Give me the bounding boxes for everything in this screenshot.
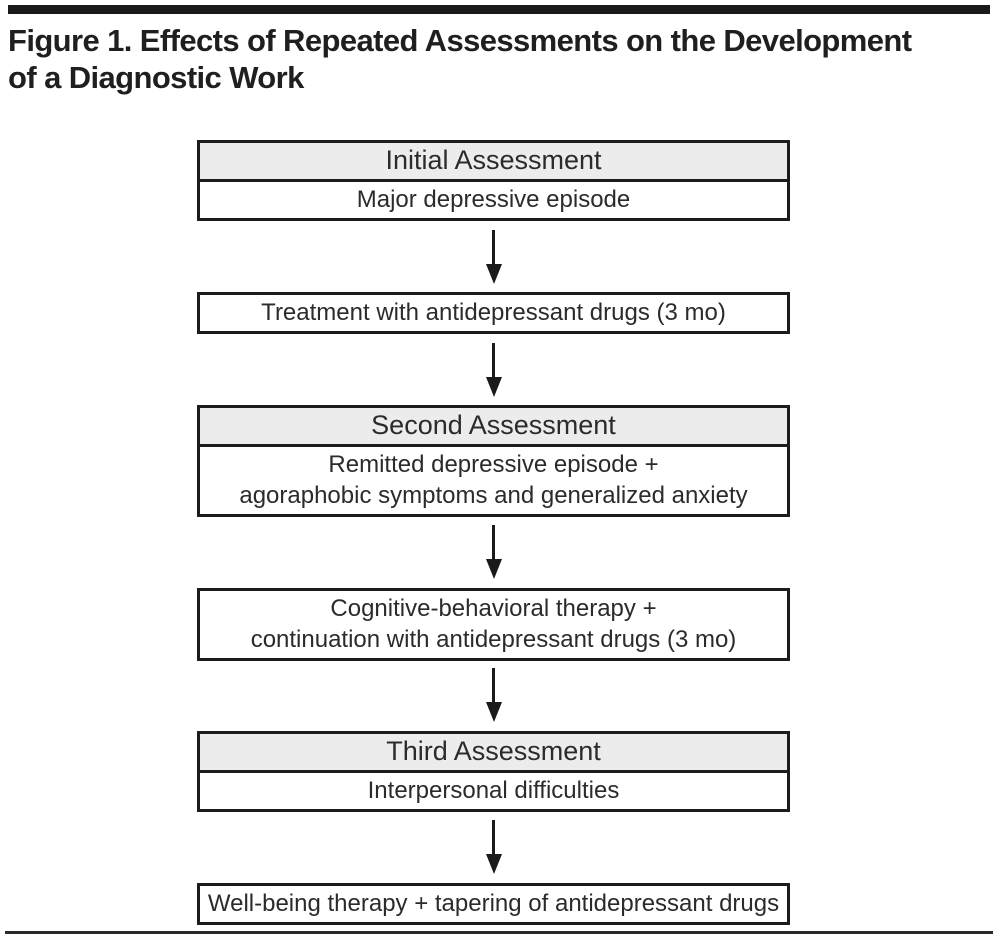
arrow-stem [492,343,495,377]
flowchart: Initial Assessment Major depressive epis… [197,140,790,925]
node-header: Third Assessment [200,734,787,773]
arrow-head [485,264,502,284]
down-arrow [485,820,502,874]
arrow-head [485,559,502,579]
node-header: Initial Assessment [200,143,787,182]
node-header: Second Assessment [200,408,787,447]
node-body: Cognitive-behavioral therapy + continuat… [200,591,787,658]
down-arrow [485,343,502,397]
node-cbt-continuation: Cognitive-behavioral therapy + continuat… [197,588,790,661]
node-third-assessment: Third Assessment Interpersonal difficult… [197,731,790,812]
arrow-stem [492,668,495,702]
bottom-rule [5,931,993,934]
node-treatment-antidepressant: Treatment with antidepressant drugs (3 m… [197,292,790,334]
node-body: Treatment with antidepressant drugs (3 m… [200,295,787,331]
down-arrow [485,668,502,722]
arrow-stem [492,230,495,264]
down-arrow [485,230,502,284]
down-arrow [485,525,502,579]
arrow-head [485,377,502,397]
node-body: Remitted depressive episode + agoraphobi… [200,447,787,514]
arrow-stem [492,525,495,559]
arrow-stem [492,820,495,854]
arrow-head [485,702,502,722]
node-initial-assessment: Initial Assessment Major depressive epis… [197,140,790,221]
node-body: Major depressive episode [200,182,787,218]
node-second-assessment: Second Assessment Remitted depressive ep… [197,405,790,517]
node-wellbeing-therapy: Well-being therapy + tapering of antidep… [197,883,790,925]
figure-title: Figure 1. Effects of Repeated Assessment… [8,23,912,95]
node-body: Interpersonal difficulties [200,773,787,809]
arrow-head [485,854,502,874]
node-body: Well-being therapy + tapering of antidep… [200,886,787,922]
top-rule [8,5,990,14]
